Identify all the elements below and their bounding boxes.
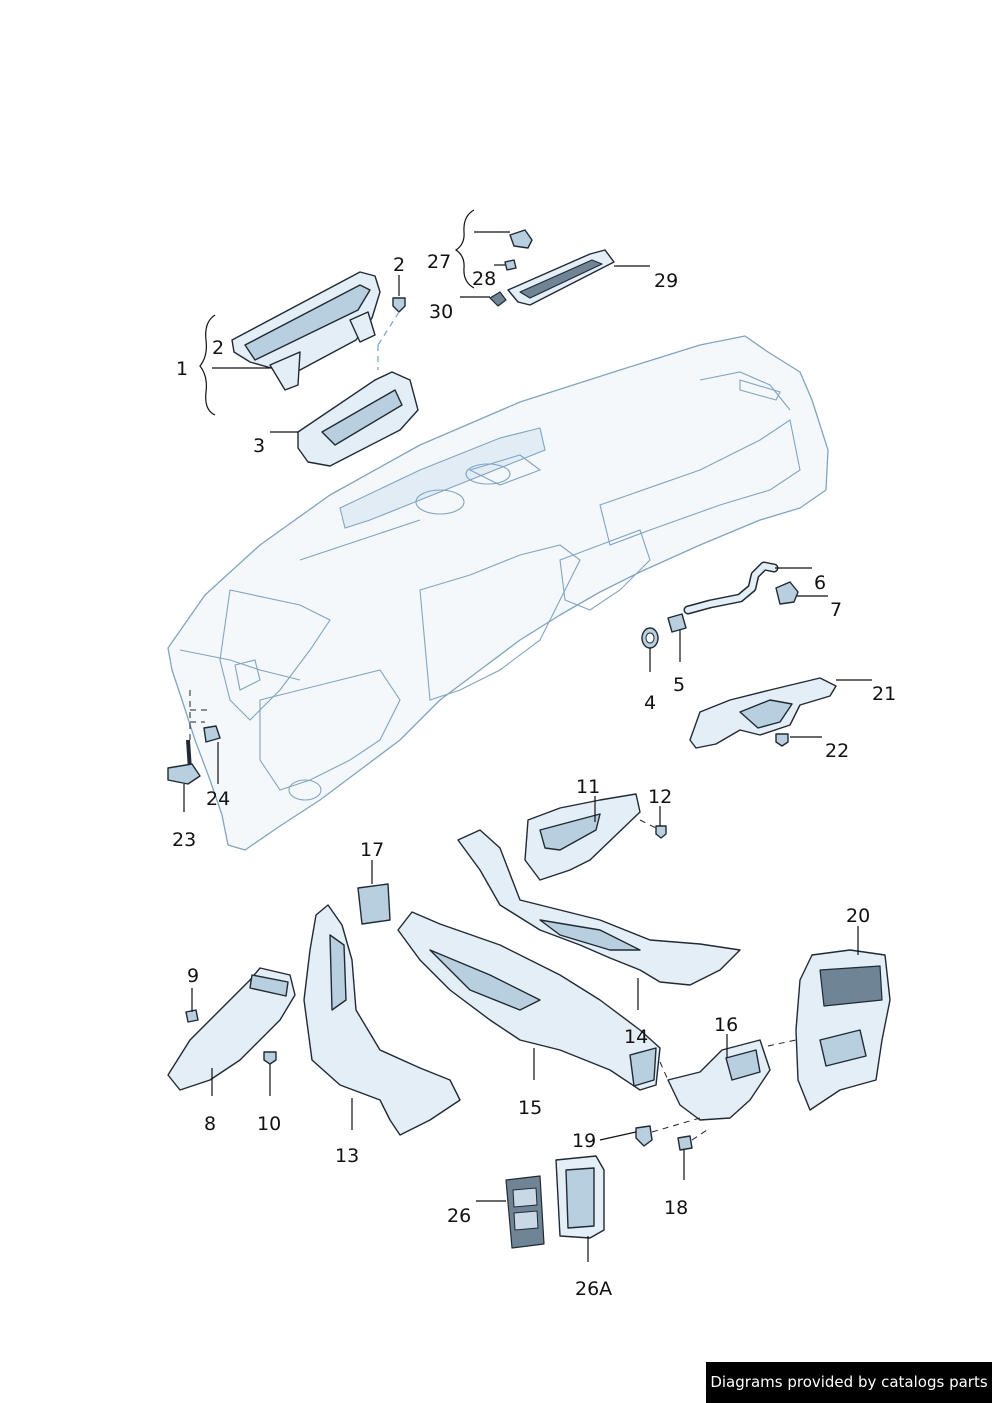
callout-3: 3	[253, 435, 265, 457]
part-24-clip	[203, 725, 221, 743]
callout-15: 15	[518, 1097, 542, 1119]
part-9-clip	[185, 1009, 199, 1023]
part-21-vent-bracket	[689, 677, 837, 749]
part-3-frame	[297, 371, 419, 467]
part-4-ring	[641, 627, 659, 649]
part-13-duct	[303, 904, 461, 1136]
part-14-duct	[457, 829, 741, 986]
part-17-cap	[357, 883, 391, 925]
part-20-rear-vent	[795, 949, 891, 1111]
part-6-hose	[683, 561, 779, 615]
callout-12: 12	[648, 786, 672, 808]
callout-1: 1	[176, 358, 188, 380]
part-16-outlet	[667, 1039, 771, 1121]
callout-11: 11	[576, 776, 600, 798]
callout-17: 17	[360, 839, 384, 861]
part-28-clip	[504, 259, 517, 271]
callout-2-left: 2	[212, 337, 224, 359]
callout-10: 10	[257, 1113, 281, 1135]
callout-14: 14	[624, 1026, 648, 1048]
callout-4: 4	[644, 692, 656, 714]
part-15-duct	[397, 911, 661, 1091]
callout-28: 28	[472, 268, 496, 290]
callout-22: 22	[825, 740, 849, 762]
dashboard-panel	[167, 335, 829, 851]
part-26a-frame	[555, 1155, 605, 1239]
callout-19: 19	[572, 1130, 596, 1152]
callout-24: 24	[206, 788, 230, 810]
part-27-clip	[509, 229, 533, 249]
callout-16: 16	[714, 1014, 738, 1036]
callout-27: 27	[427, 251, 451, 273]
callout-30: 30	[429, 301, 453, 323]
part-26-panel	[505, 1175, 545, 1249]
part-10-screw	[263, 1051, 277, 1065]
part-1-cover	[231, 271, 381, 391]
callout-26a: 26A	[575, 1278, 612, 1300]
callout-20: 20	[846, 905, 870, 927]
part-11-duct	[524, 793, 641, 881]
leader-lines	[183, 209, 872, 1262]
part-22-screw	[775, 733, 789, 747]
part-12-screw	[655, 825, 667, 839]
part-30-nut	[489, 291, 507, 307]
callout-26: 26	[447, 1205, 471, 1227]
callout-13: 13	[335, 1145, 359, 1167]
part-23-bolt	[167, 739, 201, 785]
callout-23: 23	[172, 829, 196, 851]
footer-credit: Diagrams provided by catalogs parts	[706, 1362, 992, 1403]
callout-5: 5	[673, 674, 685, 696]
part-18-clip	[677, 1135, 693, 1151]
callout-labels: 1 2 2 3 27 28 29 30 6 7 4 5 21 22 24 23 …	[172, 251, 896, 1300]
callout-21: 21	[872, 683, 896, 705]
callout-9: 9	[187, 965, 199, 987]
part-7-grommet	[775, 581, 799, 605]
callout-8: 8	[204, 1113, 216, 1135]
callout-29: 29	[654, 270, 678, 292]
callout-18: 18	[664, 1197, 688, 1219]
callout-2-top: 2	[393, 254, 405, 276]
callout-7: 7	[830, 599, 842, 621]
part-29-grille	[507, 249, 615, 306]
part-2-screw	[392, 297, 406, 313]
part-5-sleeve	[667, 613, 687, 633]
part-19-screw	[635, 1125, 653, 1147]
part-8-duct	[167, 967, 296, 1091]
callout-6: 6	[814, 572, 826, 594]
